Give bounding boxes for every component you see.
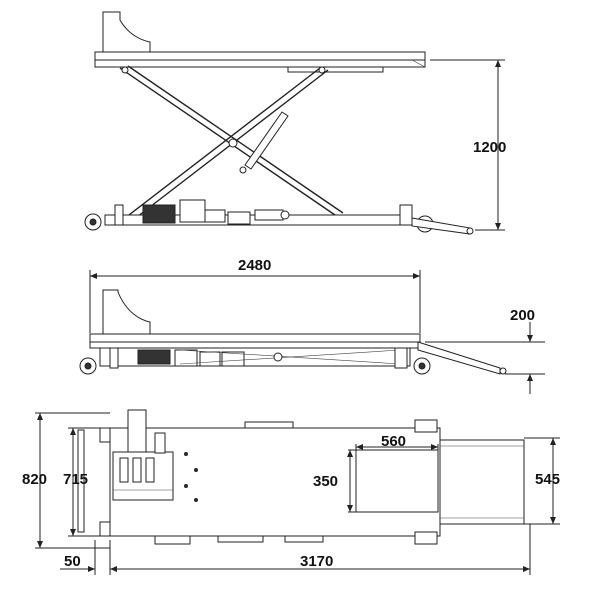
- label-total-width: 820: [22, 471, 47, 488]
- label-lift-height: 1200: [473, 139, 506, 156]
- side-view-lowered: [79, 289, 507, 375]
- label-inner-width: 715: [63, 471, 88, 488]
- dim-platform-length: 2480: [89, 257, 421, 333]
- dim-inner-width: 715: [63, 427, 100, 537]
- ramp-top-view: [439, 439, 525, 525]
- dim-ramp-width: 545: [524, 437, 560, 525]
- platform-top-lowered: [89, 333, 421, 343]
- ramp-raised: [411, 217, 471, 235]
- label-offset: 50: [64, 553, 81, 570]
- extension-plate: [355, 449, 439, 513]
- dim-extension-width: 350: [313, 449, 356, 513]
- dim-lowered-height: 200: [425, 307, 545, 394]
- label-ramp-width: 545: [535, 471, 560, 488]
- dim-total-width: 820: [22, 412, 110, 549]
- dim-total-length: 50 3170: [60, 524, 531, 575]
- ramp-lowered: [417, 341, 501, 375]
- chock-top-view: [127, 409, 147, 455]
- dim-extension-length: 560: [355, 433, 439, 450]
- hydraulic-cylinder: [244, 111, 289, 170]
- wheel-chock-lowered: [102, 289, 151, 335]
- label-extension-length: 560: [381, 433, 406, 450]
- top-view: [77, 409, 525, 545]
- label-extension-width: 350: [313, 473, 338, 490]
- side-view-raised: [84, 11, 474, 235]
- scissor-pivot: [228, 138, 238, 148]
- wheel-chock-raised: [102, 11, 151, 53]
- dim-lift-height: 1200: [430, 59, 506, 231]
- label-platform-length: 2480: [238, 257, 271, 274]
- platform-top-raised: [94, 51, 426, 61]
- label-lowered-height: 200: [510, 307, 535, 324]
- label-total-length: 3170: [300, 553, 333, 570]
